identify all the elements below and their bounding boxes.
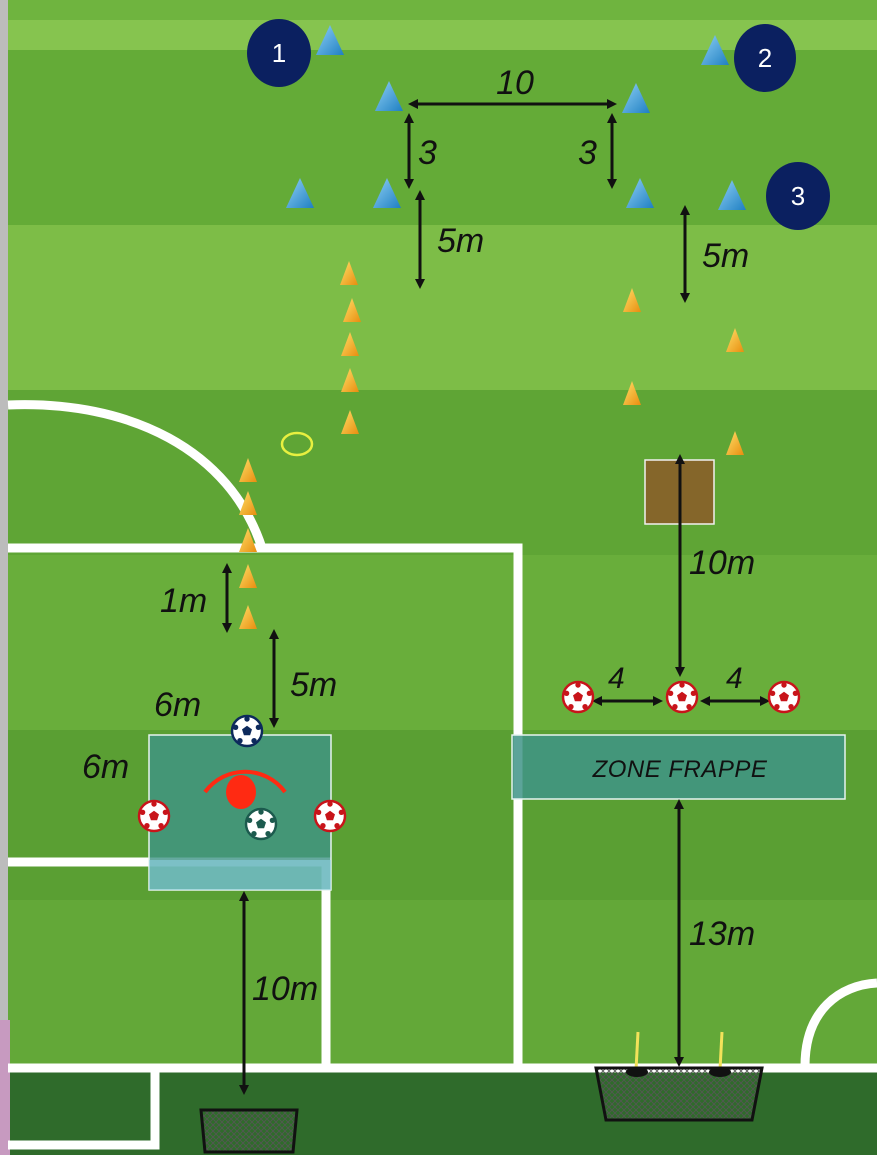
goal-left bbox=[199, 1108, 299, 1154]
station-1[interactable]: 1 bbox=[247, 19, 311, 87]
station-3[interactable]: 3 bbox=[766, 162, 830, 230]
label-ball-gap-right: 4 bbox=[726, 662, 743, 695]
orange-cone-icon bbox=[239, 458, 257, 482]
orange-cone-icon bbox=[341, 368, 359, 392]
orange-cone-icon bbox=[239, 564, 257, 588]
goalkeeper-box-overlap bbox=[149, 860, 331, 890]
orange-cone-icon bbox=[726, 431, 744, 455]
label-cone-spacing: 1m bbox=[160, 582, 207, 620]
orange-cone-icon bbox=[341, 410, 359, 434]
blue-cones bbox=[286, 25, 746, 210]
balls bbox=[137, 680, 801, 841]
label-top-left-gap: 3 bbox=[418, 134, 437, 172]
penalty-area-line bbox=[8, 543, 523, 1066]
label-left-run: 5m bbox=[437, 222, 484, 260]
label-ball-gap-left: 4 bbox=[608, 662, 625, 695]
blue-cone-icon bbox=[701, 35, 729, 65]
blue-cone-icon bbox=[622, 83, 650, 113]
distance-arrows bbox=[222, 99, 770, 1095]
station-label: 1 bbox=[272, 38, 286, 68]
orange-cone-icon bbox=[239, 491, 257, 515]
soccer-ball-icon bbox=[767, 680, 801, 714]
station-badge bbox=[247, 19, 311, 87]
orange-cone-icon bbox=[239, 528, 257, 552]
soccer-ball-icon bbox=[137, 799, 171, 833]
orange-cone-icon bbox=[726, 328, 744, 352]
blue-cone-icon bbox=[718, 180, 746, 210]
orange-cones bbox=[239, 261, 744, 629]
label-top-width: 10 bbox=[496, 64, 534, 102]
ring-marker-icon bbox=[280, 431, 314, 457]
label-left-to-goal: 10m bbox=[252, 970, 318, 1008]
orange-cone-icon bbox=[343, 298, 361, 322]
label-zone-to-goal: 13m bbox=[689, 915, 755, 953]
corner-arc bbox=[800, 978, 877, 1067]
soccer-ball-icon bbox=[313, 799, 347, 833]
soccer-ball-icon bbox=[665, 680, 699, 714]
label-right-run: 5m bbox=[702, 237, 749, 275]
goalkeeper-icon bbox=[203, 769, 287, 809]
orange-cone-icon bbox=[623, 288, 641, 312]
label-box-height: 6m bbox=[82, 748, 129, 786]
label-left-to-box: 5m bbox=[290, 666, 337, 704]
goal-right bbox=[594, 1031, 764, 1122]
label-right-to-balls: 10m bbox=[689, 544, 755, 582]
label-top-right-gap: 3 bbox=[578, 134, 597, 172]
station-label: 3 bbox=[791, 181, 805, 211]
blue-cone-icon bbox=[375, 81, 403, 111]
blue-cone-icon bbox=[626, 178, 654, 208]
station-2[interactable]: 2 bbox=[734, 24, 796, 92]
orange-cone-icon bbox=[340, 261, 358, 285]
lower-box-line bbox=[8, 1072, 160, 1150]
station-label: 2 bbox=[758, 43, 772, 73]
zone-label: ZONE FRAPPE bbox=[592, 756, 768, 783]
station-badge bbox=[766, 162, 830, 230]
station-badge bbox=[734, 24, 796, 92]
soccer-ball-icon bbox=[244, 807, 278, 841]
orange-cone-icon bbox=[341, 332, 359, 356]
blue-cone-icon bbox=[286, 178, 314, 208]
orange-cone-icon bbox=[239, 605, 257, 629]
goal-icon bbox=[199, 1108, 299, 1154]
label-box-width: 6m bbox=[154, 686, 201, 724]
blue-cone-icon bbox=[316, 25, 344, 55]
soccer-ball-icon bbox=[230, 714, 264, 748]
soccer-ball-icon bbox=[561, 680, 595, 714]
goal-icon bbox=[594, 1066, 764, 1122]
blue-cone-icon bbox=[373, 178, 401, 208]
orange-cone-icon bbox=[623, 381, 641, 405]
distance-labels: 10 3 3 5m 5m 1m 5m 6m 6m 10m 10m 4 4 13m bbox=[82, 64, 755, 1008]
